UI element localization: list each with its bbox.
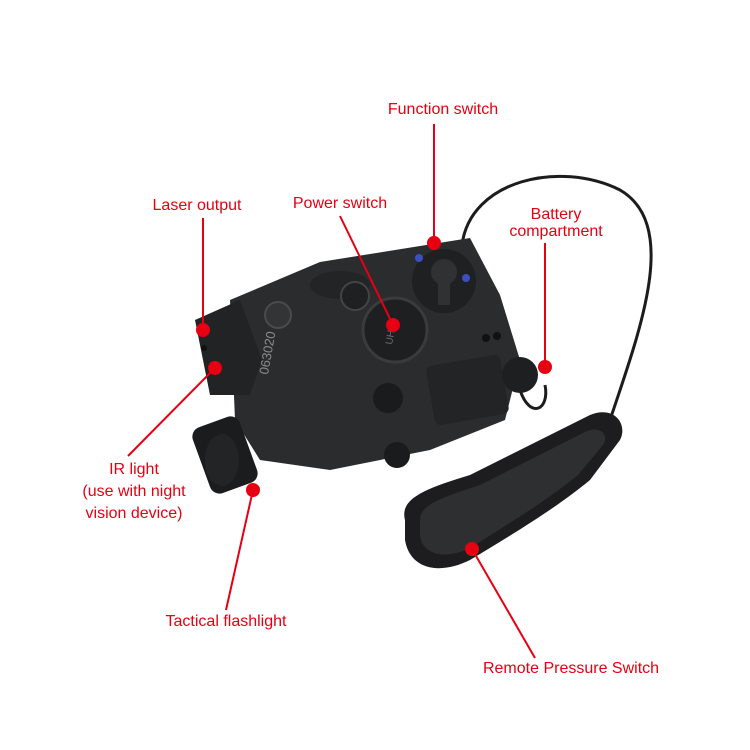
function-switch-dot [427,236,441,250]
power-switch-dot [386,318,400,332]
label-tactical-flashlight: Tactical flashlight [165,613,287,630]
label-laser-output: Laser output [152,197,242,214]
label-battery-line1: Battery [530,206,582,223]
label-battery-line2: compartment [509,223,603,240]
pressure-pad [404,412,623,569]
battery-cable-loop [518,384,548,410]
label-power-switch: Power switch [292,195,388,212]
remote-cable [460,174,653,421]
tactical-flashlight-dot [246,483,260,497]
label-remote-pressure-switch: Remote Pressure Switch [482,660,660,677]
laser-output-dot [196,323,210,337]
battery-compartment-dot [538,360,552,374]
label-function-switch: Function switch [387,101,499,118]
ir-light-dot [208,361,222,375]
device-body: 063020 UHP [192,238,538,494]
label-ir-line2: (use with night [82,483,186,500]
leader-lines [127,124,546,659]
label-ir-line1: IR light [109,461,159,478]
label-battery-compartment: Battery compartment [509,204,602,243]
label-ir-line3: vision device) [85,505,183,522]
serial-number: 063020 [256,330,278,375]
remote-switch-dot [465,542,479,556]
label-ir-light: IR light (use with night vision device) [82,459,185,525]
callout-dots [196,236,552,556]
